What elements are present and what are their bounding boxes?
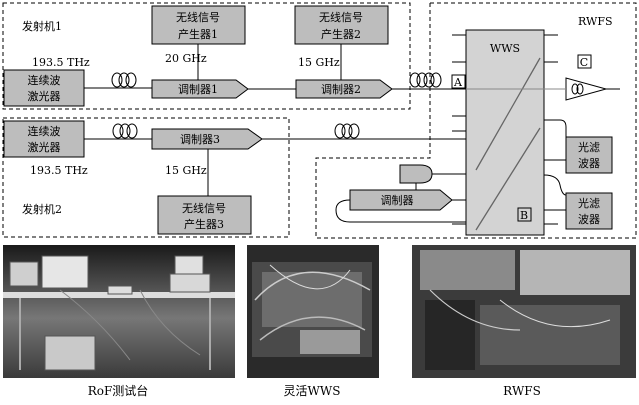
- svg-text:调制器3: 调制器3: [180, 133, 220, 146]
- photo-caption-rwfs: RWFS: [503, 384, 541, 398]
- svg-text:无线信号: 无线信号: [176, 10, 220, 24]
- photo-rof-testbed: [3, 245, 235, 378]
- gen1-freq: 20 GHz: [165, 52, 207, 65]
- laser-box-1: 连续波 激光器: [3, 69, 85, 107]
- fiber-coil-2: [409, 72, 442, 88]
- signal-generator-2: 无线信号 产生器2: [294, 5, 389, 45]
- laser-freq-2: 193.5 THz: [30, 164, 88, 177]
- svg-text:连续波: 连续波: [28, 73, 61, 87]
- svg-text:无线信号: 无线信号: [319, 10, 363, 24]
- svg-text:波器: 波器: [578, 157, 600, 170]
- svg-text:波器: 波器: [578, 213, 600, 226]
- svg-text:产生器2: 产生器2: [321, 27, 361, 41]
- fiber-coil-4: [334, 123, 360, 139]
- transmitter1-region: [2, 2, 411, 110]
- gen2-freq: 15 GHz: [298, 56, 340, 69]
- svg-text:调制器: 调制器: [381, 194, 414, 207]
- port-b-label: B: [517, 207, 532, 222]
- transmitter2-label: 发射机2: [22, 202, 62, 216]
- transmitter2-region: [2, 117, 290, 238]
- svg-text:产生器3: 产生器3: [184, 217, 224, 231]
- wws-ports: [452, 34, 558, 225]
- laser-box-2: 连续波 激光器: [3, 120, 85, 158]
- svg-text:连续波: 连续波: [28, 124, 61, 138]
- modulator-1: 调制器1: [151, 79, 249, 99]
- modulator-3: 调制器3: [151, 128, 263, 150]
- amplifier-icon: [565, 77, 608, 101]
- svg-text:激光器: 激光器: [28, 140, 61, 154]
- laser-freq-1: 193.5 THz: [32, 56, 90, 69]
- svg-text:A: A: [453, 76, 463, 89]
- rwfs-region: [315, 2, 637, 239]
- photo-caption-rof: RoF测试台: [88, 383, 149, 398]
- svg-text:B: B: [520, 209, 528, 222]
- port-a-label: A: [451, 74, 466, 89]
- photodetector-icon: [399, 164, 433, 184]
- svg-text:C: C: [580, 56, 588, 69]
- svg-text:产生器1: 产生器1: [178, 27, 218, 41]
- signal-generator-3: 无线信号 产生器3: [157, 195, 252, 235]
- wws-box: WWS: [465, 29, 545, 236]
- svg-text:调制器1: 调制器1: [178, 83, 218, 96]
- gen3-freq: 15 GHz: [165, 164, 207, 177]
- photo-rwfs: [412, 245, 636, 378]
- modulator-2: 调制器2: [295, 79, 393, 99]
- fiber-coil-3: [112, 123, 138, 139]
- port-c-label: C: [577, 54, 592, 69]
- optical-filter-2: 光滤 波器: [565, 192, 613, 230]
- svg-text:无线信号: 无线信号: [182, 201, 226, 215]
- svg-text:调制器2: 调制器2: [321, 83, 361, 96]
- svg-text:光滤: 光滤: [578, 196, 600, 210]
- optical-filter-1: 光滤 波器: [565, 136, 613, 174]
- photo-caption-wws: 灵活WWS: [284, 384, 341, 398]
- photo-flexible-wws: [247, 245, 379, 378]
- svg-text:光滤: 光滤: [578, 140, 600, 154]
- transmitter1-label: 发射机1: [22, 19, 62, 33]
- rwfs-label: RWFS: [578, 15, 613, 28]
- fiber-coil-1: [111, 72, 137, 88]
- svg-text:激光器: 激光器: [28, 89, 61, 103]
- signal-generator-1: 无线信号 产生器1: [151, 5, 246, 45]
- rwfs-modulator: 调制器: [349, 189, 453, 211]
- svg-text:WWS: WWS: [490, 42, 520, 55]
